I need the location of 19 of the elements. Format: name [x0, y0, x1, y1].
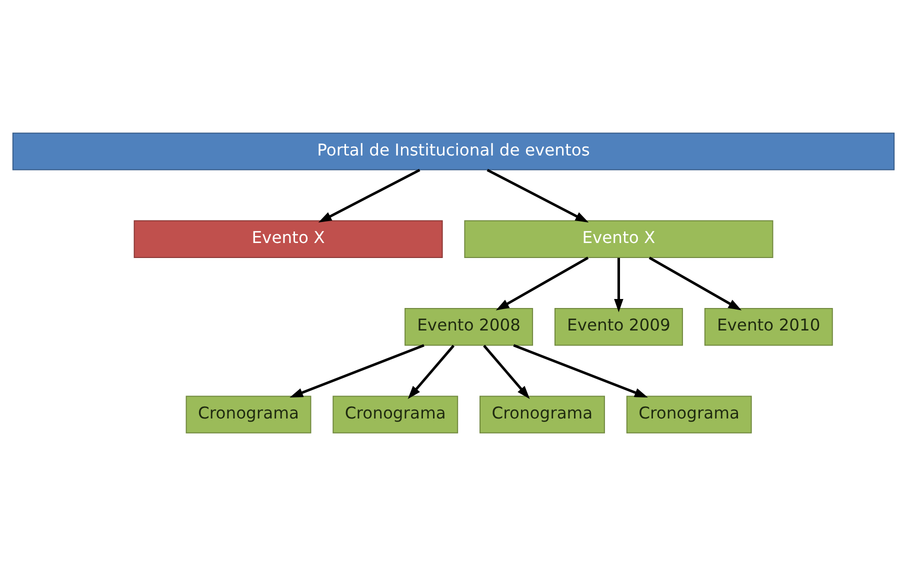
arrow: [483, 344, 530, 399]
arrow: [648, 256, 742, 310]
node-box: Evento 2010: [704, 307, 833, 346]
node-box: Cronograma: [480, 395, 605, 433]
node-box: Evento X: [464, 220, 774, 258]
node-box: Evento X: [134, 220, 443, 258]
node-box: Cronograma: [626, 395, 752, 433]
node-box: Cronograma: [332, 395, 458, 433]
arrow: [614, 257, 624, 312]
node-box: Evento 2008: [404, 307, 534, 346]
arrow: [290, 344, 424, 398]
node-box: Cronograma: [186, 395, 312, 433]
arrow: [513, 344, 648, 398]
arrow: [496, 256, 589, 310]
arrow: [486, 168, 589, 222]
arrow: [318, 168, 420, 222]
arrow: [408, 344, 455, 399]
node-box: Evento 2009: [554, 307, 683, 346]
node-box: Portal de Institucional de eventos: [12, 132, 895, 170]
